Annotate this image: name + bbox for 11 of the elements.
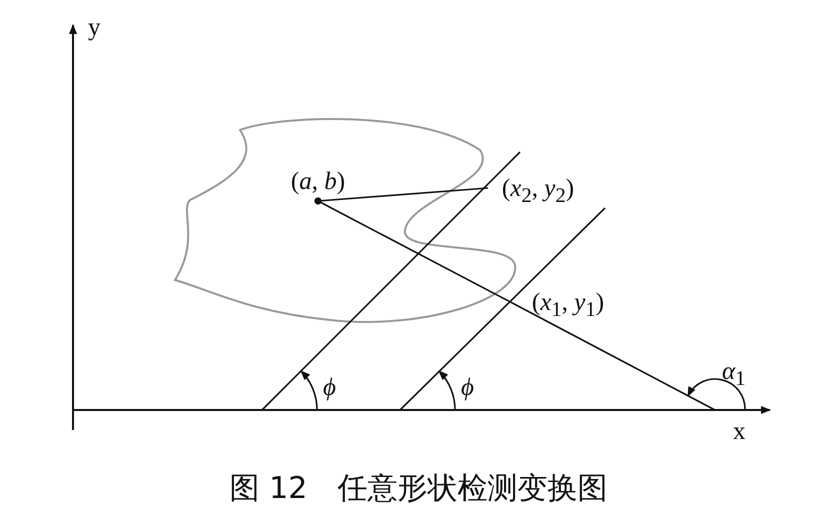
point-label: (a, b) <box>276 165 360 201</box>
axis-label: y <box>88 14 100 42</box>
line-segment <box>314 187 488 204</box>
angle-label: ϕ <box>323 374 336 402</box>
figure-caption: 图 12 任意形状检测变换图 <box>228 470 608 508</box>
point-label: (x$_{1}$, y$_{1}$) <box>518 286 618 322</box>
line-segment <box>314 198 518 307</box>
axis-label: x <box>733 418 746 446</box>
angle-label: ϕ <box>461 374 474 402</box>
point-label: (x$_{2}$, y$_{2}$) <box>488 172 588 206</box>
angle-label: α$_{1}$ <box>722 358 746 391</box>
